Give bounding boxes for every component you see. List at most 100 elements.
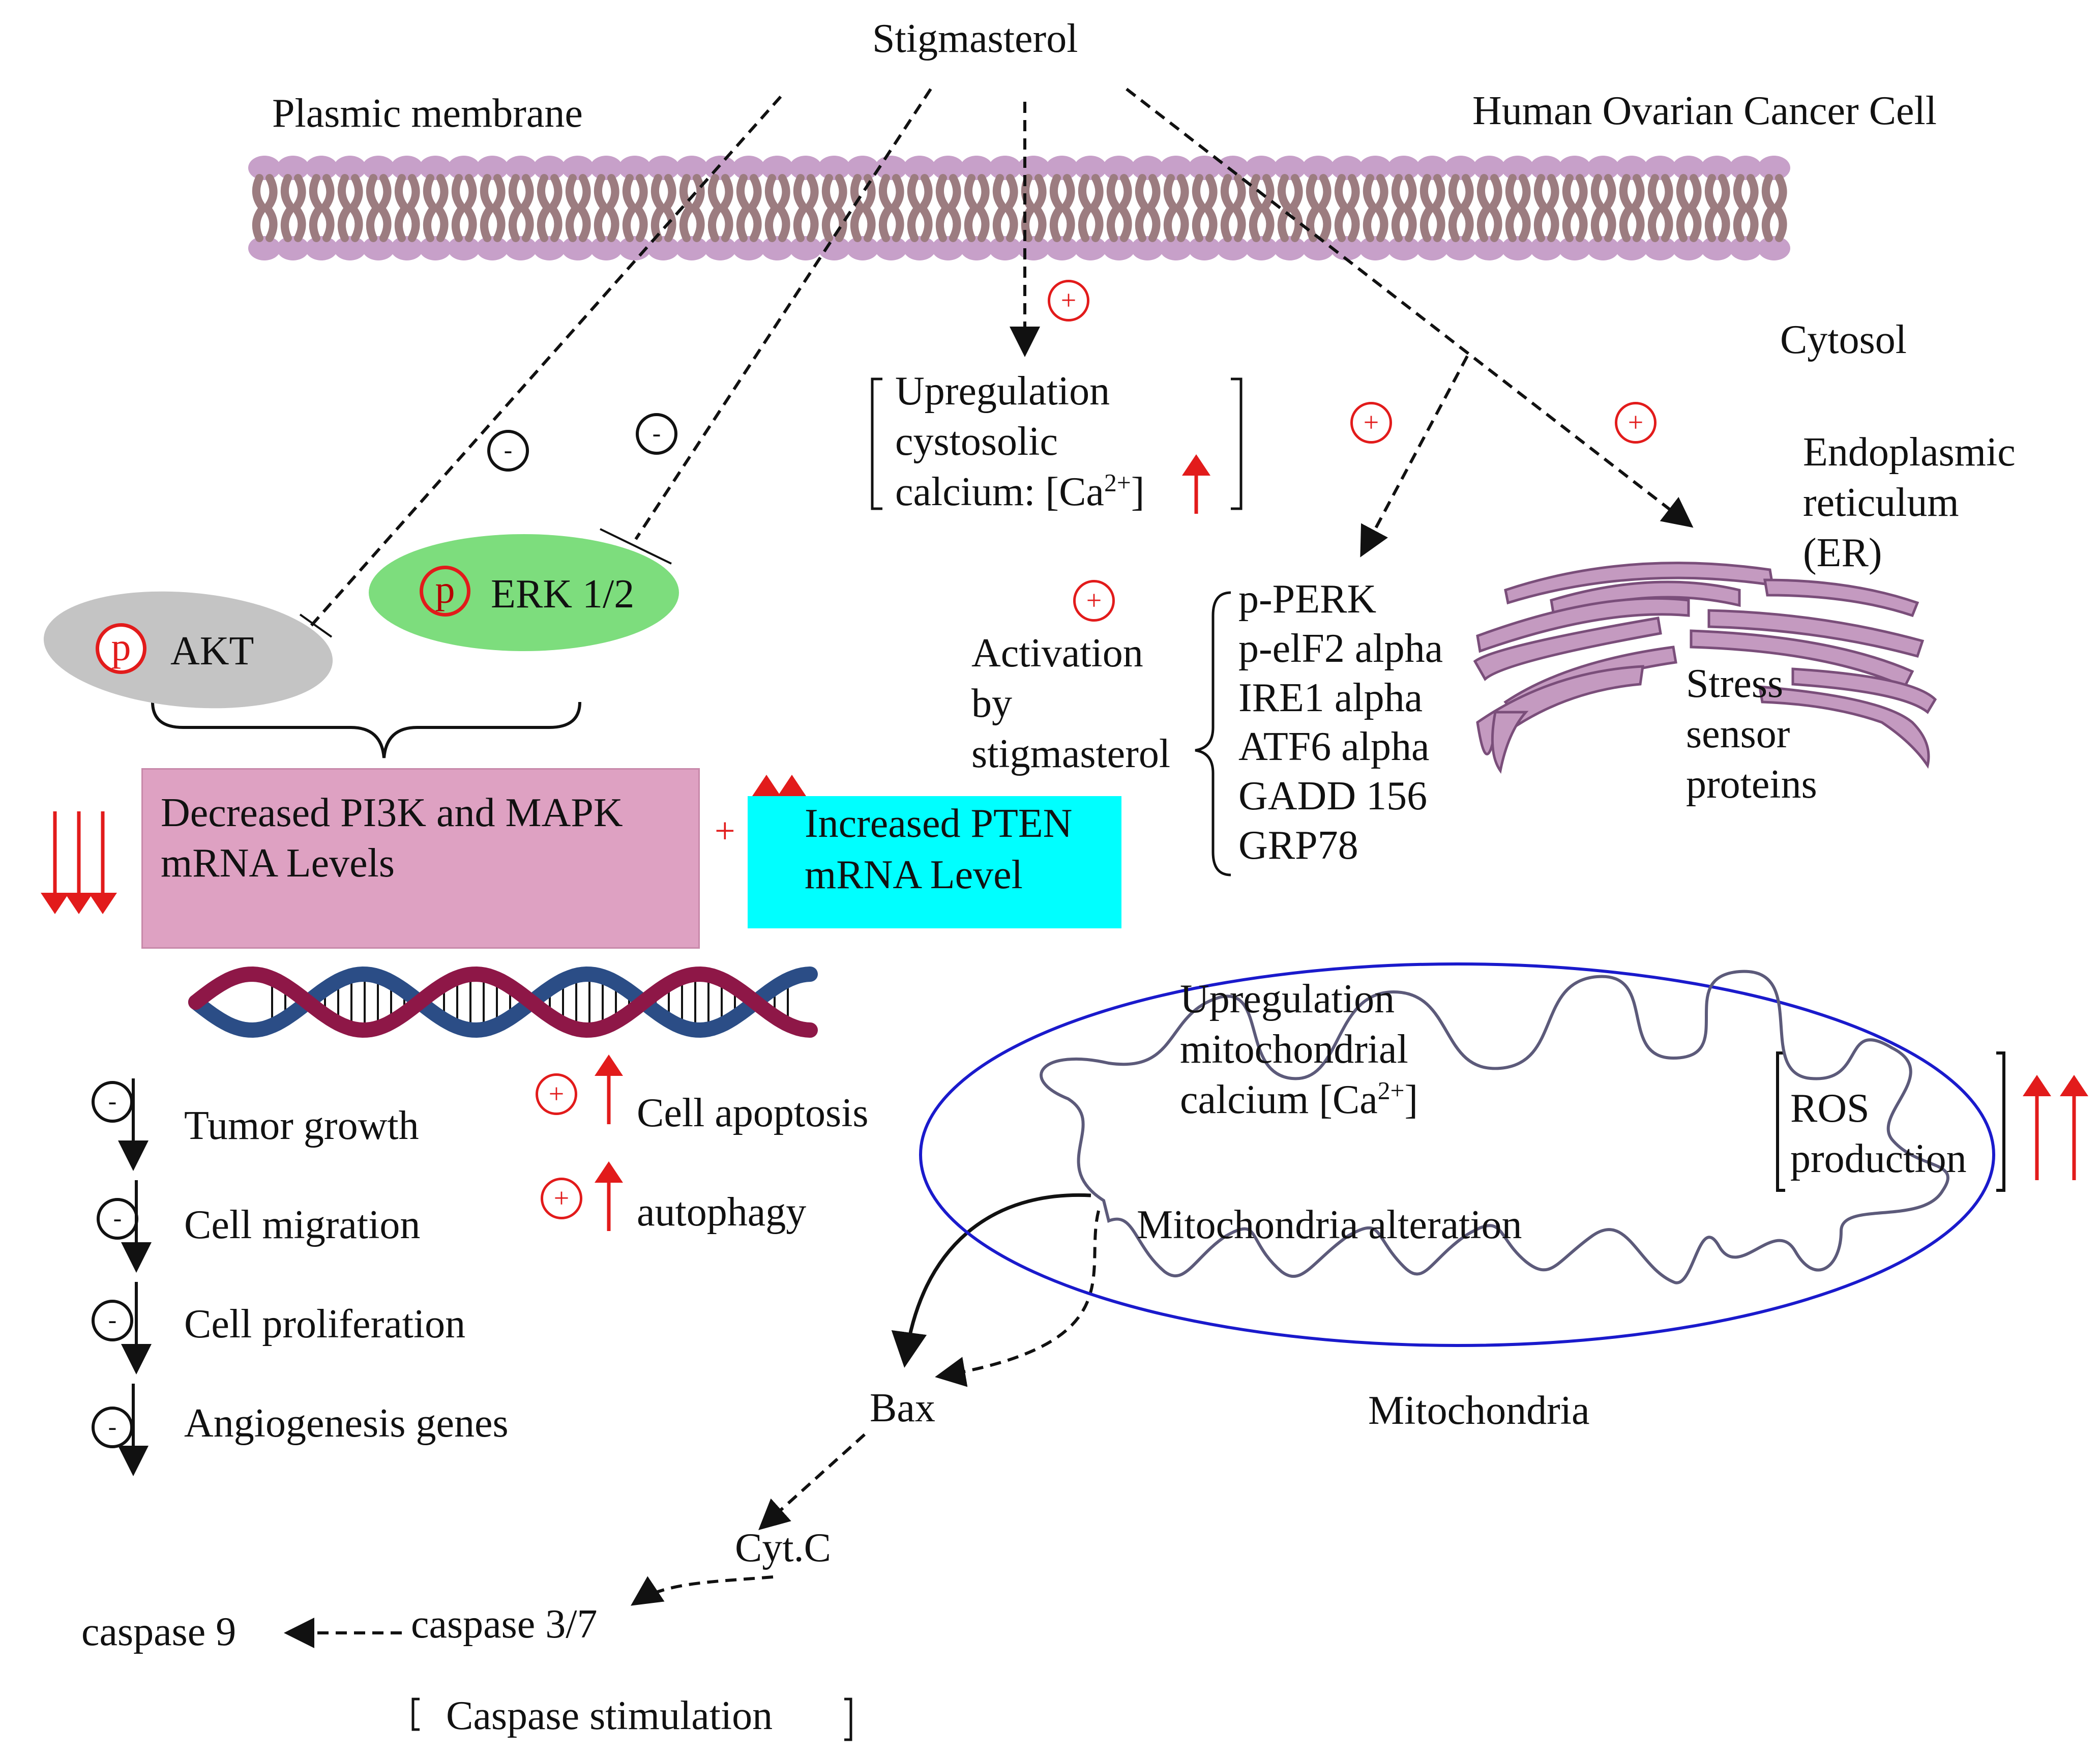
phospholipid-head — [704, 236, 736, 260]
phospholipid-tail — [1762, 206, 1787, 242]
phospholipid-tail — [1278, 206, 1303, 242]
phospholipid-head — [1758, 236, 1790, 260]
phospholipid-tail — [366, 174, 392, 210]
phospholipid-tail — [936, 174, 961, 210]
akt-inhibition-line — [309, 96, 782, 628]
phospholipid-tail — [480, 206, 506, 242]
cytosolic-calcium-label: Upregulation cystosolic calcium: [Ca2+] — [895, 369, 1145, 515]
phospholipid-tail — [1562, 206, 1588, 242]
phospholipid-tail — [907, 174, 933, 210]
phospholipid-tail — [566, 206, 591, 242]
phospholipid-head — [1359, 156, 1392, 180]
ros-bracket-left — [1776, 1051, 1785, 1192]
phospholipid-head — [1245, 236, 1278, 260]
inhibited-item-0: Tumor growth — [184, 1103, 419, 1148]
phospholipid-tail — [1648, 174, 1673, 210]
akt-phospho-circle: p — [96, 623, 146, 674]
phospholipid-head — [1188, 156, 1221, 180]
phospholipid-tail — [1562, 174, 1588, 210]
phospholipid-head — [1217, 236, 1249, 260]
phospholipid-head — [1644, 236, 1676, 260]
phospholipid-head — [590, 156, 623, 180]
phospholipid-tail — [1392, 206, 1417, 242]
phospholipid-head — [1387, 156, 1420, 180]
phospholipid-head — [277, 156, 309, 180]
inhibited-item-1: Cell migration — [184, 1203, 421, 1247]
phospholipid-tail — [423, 206, 449, 242]
phospholipid-head — [1217, 156, 1249, 180]
phospholipid-head — [419, 156, 452, 180]
dna-strand — [188, 966, 818, 1038]
phospholipid-head — [391, 236, 423, 260]
phospholipid-head — [1501, 156, 1534, 180]
phospholipid-tail — [1534, 174, 1559, 210]
phospholipid-head — [505, 156, 537, 180]
phospholipid-tail — [423, 174, 449, 210]
minus-circle-tumor-growth: - — [92, 1081, 133, 1123]
plus-circle-er-protein: + — [1350, 402, 1392, 444]
phospholipid-tail — [793, 206, 819, 242]
phospholipid-tail — [1164, 206, 1189, 242]
inhibited-item-2: Cell proliferation — [184, 1302, 466, 1347]
plus-circle-apoptosis: + — [536, 1073, 577, 1115]
phospholipid-head — [561, 236, 594, 260]
phospholipid-head — [1701, 236, 1733, 260]
phospholipid-head — [1701, 156, 1733, 180]
phospholipid-tail — [1021, 206, 1047, 242]
phospholipid-tail — [1221, 206, 1246, 242]
minus-circle-cell-migration: - — [97, 1198, 138, 1240]
phospholipid-head — [846, 156, 879, 180]
erk-inhibition-line — [634, 88, 932, 540]
phospholipid-head — [1729, 236, 1762, 260]
phospholipid-tail — [509, 174, 534, 210]
phospholipid-tail — [1335, 206, 1360, 242]
minus-circle-angiogenesis: - — [92, 1407, 133, 1448]
phospholipid-head — [903, 156, 936, 180]
phospholipid-tail — [1676, 206, 1702, 242]
phospholipid-head — [704, 156, 736, 180]
phospholipid-tail — [1505, 206, 1531, 242]
phospholipid-head — [1587, 156, 1619, 180]
stigmasterol-title: Stigmasterol — [872, 16, 1078, 61]
phospholipid-tail — [366, 206, 392, 242]
phospholipid-head — [818, 156, 850, 180]
phospholipid-tail — [1392, 174, 1417, 210]
phospholipid-head — [419, 236, 452, 260]
phospholipid-head — [1131, 156, 1164, 180]
phospholipid-tail — [1733, 174, 1759, 210]
phospholipid-tail — [679, 174, 705, 210]
er-protein-item: ATF6 alpha — [1238, 724, 1430, 770]
akt-erk-brace — [151, 701, 581, 758]
phospholipid-tail — [338, 174, 363, 210]
phospholipid-head — [1330, 156, 1363, 180]
phospholipid-tail — [623, 206, 648, 242]
phospholipid-head — [903, 236, 936, 260]
phospholipid-head — [1644, 156, 1676, 180]
phospholipid-tail — [1705, 174, 1730, 210]
phospholipid-tail — [1648, 206, 1673, 242]
phospholipid-head — [533, 156, 566, 180]
phospholipid-head — [1672, 156, 1705, 180]
plus-circle-er: + — [1615, 402, 1657, 444]
mitochondria-outer-membrane — [919, 962, 1995, 1347]
phospholipid-tail — [765, 174, 790, 210]
minus-circle-cell-proliferation: - — [92, 1300, 133, 1341]
phospholipid-head — [732, 156, 765, 180]
phospholipid-tail — [1505, 174, 1531, 210]
phospholipid-head — [476, 156, 509, 180]
phospholipid-head — [1473, 156, 1505, 180]
phospholipid-tail — [395, 174, 420, 210]
phospholipid-head — [675, 156, 708, 180]
phospholipid-head — [1387, 236, 1420, 260]
phospholipid-tail — [1135, 206, 1161, 242]
phospholipid-tail — [993, 206, 1018, 242]
phospholipid-head — [618, 236, 651, 260]
phospholipid-tail — [480, 174, 506, 210]
phospholipid-tail — [1477, 174, 1502, 210]
caspase-bracket-left — [411, 1698, 420, 1731]
phospholipid-head — [618, 156, 651, 180]
phospholipid-tail — [1335, 174, 1360, 210]
increased-pten-box: Increased PTEN mRNA Level — [748, 796, 1121, 928]
